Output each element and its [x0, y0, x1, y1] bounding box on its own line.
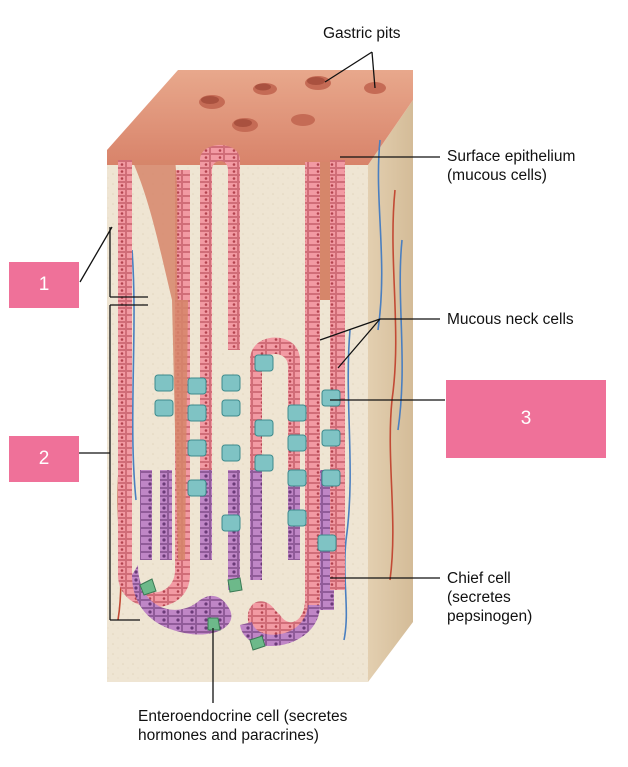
- label-chief-cell: Chief cell (secretes pepsinogen): [447, 570, 533, 625]
- gland-left-base: [132, 565, 232, 635]
- mucosal-surface: [107, 70, 413, 165]
- gland-central-lumen: [132, 160, 188, 560]
- gland-middle-chief-cells: [200, 470, 240, 590]
- gland-right-base: [240, 605, 320, 647]
- label-surface-epithelium: Surface epithelium (mucous cells): [447, 148, 576, 184]
- label-enteroendocrine-cell: Enteroendocrine cell (secretes hormones …: [138, 708, 348, 744]
- gland-left-chief-cells: [140, 470, 172, 560]
- tissue-block-side: [368, 100, 413, 682]
- answer-box-2[interactable]: 2: [9, 436, 79, 482]
- leader-lines: [78, 51, 445, 703]
- label-gastric-pits: Gastric pits: [323, 25, 401, 42]
- answer-box-3[interactable]: 3: [446, 380, 606, 458]
- gland-far-right-lumen: [320, 162, 330, 300]
- gland-middle-wall: [200, 145, 240, 560]
- label-mucous-neck-cells: Mucous neck cells: [447, 311, 574, 328]
- answer-box-1[interactable]: 1: [9, 262, 79, 308]
- gland-far-right-wall: [330, 160, 345, 590]
- enteroendocrine-cells: [139, 577, 266, 651]
- gastric-pit-openings: [199, 76, 386, 132]
- parietal-cells: [154, 354, 341, 552]
- gland-right-chief-cells: [250, 470, 334, 610]
- gland-right-wall: [247, 162, 320, 638]
